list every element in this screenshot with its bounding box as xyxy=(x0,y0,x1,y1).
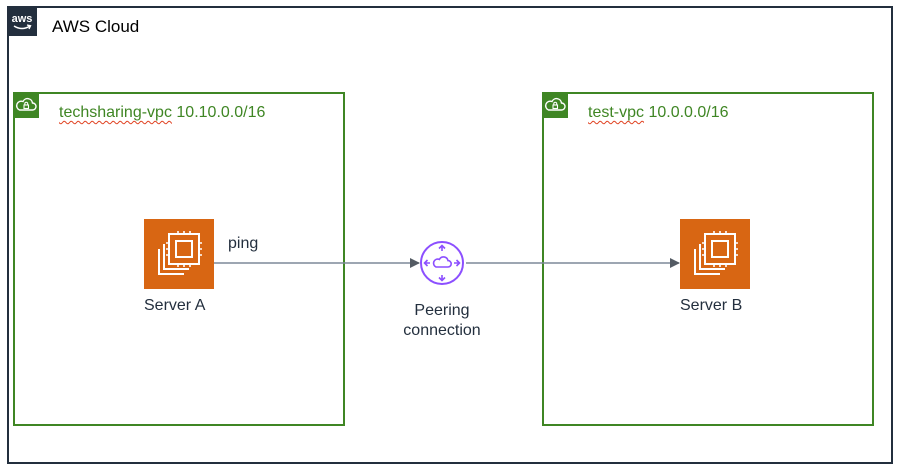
vpc-group-techsharing xyxy=(13,92,345,426)
cloud-lock-icon xyxy=(13,92,39,118)
vpc-title-test: test-vpc 10.0.0.0/16 xyxy=(588,103,729,123)
vpc-title-techsharing: techsharing-vpc 10.10.0.0/16 xyxy=(59,103,265,123)
peering-label-line1: Peering xyxy=(414,302,470,319)
aws-cloud-boundary xyxy=(7,6,893,464)
ping-label: ping xyxy=(228,235,259,252)
peering-label-line2: connection xyxy=(403,322,481,339)
cloud-lock-icon xyxy=(542,92,568,118)
svg-text:aws: aws xyxy=(12,13,33,25)
vpc-name: test-vpc xyxy=(588,104,645,121)
aws-cloud-title: AWS Cloud xyxy=(52,17,140,36)
aws-logo-icon: aws xyxy=(7,6,37,36)
vpc-cidr: 10.0.0.0/16 xyxy=(648,104,729,121)
peering-router-icon xyxy=(420,241,464,285)
ec2-instance-icon xyxy=(680,219,750,289)
vpc-cidr: 10.10.0.0/16 xyxy=(176,104,266,121)
server-b-label: Server B xyxy=(680,297,743,314)
vpc-name: techsharing-vpc xyxy=(59,104,172,121)
server-a-label: Server A xyxy=(144,297,206,314)
vpc-group-test xyxy=(542,92,874,426)
ec2-instance-icon xyxy=(144,219,214,289)
